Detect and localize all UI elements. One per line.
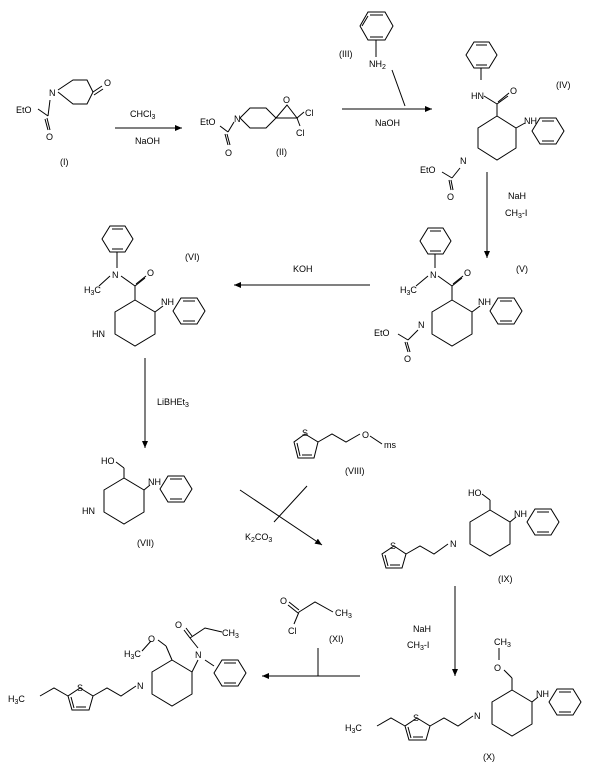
methoxy-oxygen: O [148,634,155,644]
amide-nitrogen: N [112,270,119,280]
carbonyl-oxygen: O [225,148,232,158]
compound-3-label: (III) [339,49,353,59]
reagent-chloroform: CHCl3 [130,109,156,121]
amide-nitrogen: HN [471,91,484,101]
piperidine-nitrogen: N [418,320,425,330]
reagent-potassium-carbonate: K2CO3 [245,532,272,544]
amide-oxygen: O [510,86,517,96]
compound-10-label: (X) [483,752,495,762]
compound-10-structure: CH3 O NH N S H3C [345,637,582,741]
chlorine-2: Cl [296,128,305,138]
ethoxy-group: EtO [16,105,32,115]
thiophene-sulfur: S [77,683,83,693]
reagent-superhydride: LiBHEt3 [157,397,189,409]
arrow-addition-mark [391,69,406,107]
acyl-oxygen: O [280,596,287,606]
carbonyl-oxygen: O [46,132,53,142]
compound-6-structure: N H3C O NH HN [84,225,206,347]
compound-11-structure: O Cl CH3 [280,596,352,636]
compound-1-structure: O N EtO O [16,78,111,142]
anilino-nitrogen: NH [536,689,549,699]
piperidine-nitrogen: N [450,539,457,549]
thiophene-sulfur: S [390,541,396,551]
anilino-nitrogen: NH [524,116,537,126]
compound-7-label: (VII) [137,538,154,548]
compound-5-structure: N H3C O NH N EtO O [374,227,523,364]
compound-8-label: (VIII) [345,466,365,476]
compound-3-structure: NH2 [359,11,394,71]
piperidine-nh: HN [92,329,105,339]
piperidine-nh: HN [82,506,95,516]
compound-6-label: (VI) [185,252,200,262]
ethoxy-group: EtO [374,328,390,338]
final-product-structure: H3C O N O CH3 N S H3C [8,620,247,711]
epoxide-oxygen: O [283,95,290,105]
oxo-oxygen: O [104,78,111,88]
acyl-chlorine: Cl [288,626,297,636]
piperidine-nitrogen: N [49,88,56,98]
ethyl-terminal-methyl: H3C [8,694,25,706]
compound-11-label: (XI) [329,634,344,644]
amide-nitrogen: N [195,650,202,660]
compound-7-structure: HO NH HN [82,456,193,525]
compound-4-structure: HN O NH N EtO O [420,41,565,202]
amide-oxygen: O [147,268,154,278]
anilino-nitrogen: NH [478,297,491,307]
compound-8-structure: S O ms [293,428,396,459]
anilino-nitrogen: NH [161,297,174,307]
arrow-addition-mark [273,485,308,523]
arrow-step-6 [239,489,323,546]
thiophene-sulfur: S [302,428,308,438]
mesylate-oxygen: O [362,430,369,440]
reagent-methyl-iodide-1: CH3-I [505,208,527,220]
compound-2-label: (II) [276,147,287,157]
piperidine-nitrogen: N [234,114,241,124]
compound-5-label: (V) [516,264,528,274]
ethoxy-group: EtO [200,117,216,127]
n-methyl-group: H3C [400,285,417,297]
n-methyl-group: H3C [84,285,101,297]
piperidine-nitrogen: N [460,156,467,166]
piperidine-nitrogen: N [137,681,144,691]
propionyl-methyl: CH3 [222,628,239,640]
hydroxyl-group: HO [468,488,482,498]
anilino-nitrogen: NH [148,477,161,487]
methoxy-methyl: CH3 [494,637,511,649]
carbonyl-oxygen: O [404,354,411,364]
carbonyl-oxygen: O [447,192,454,202]
methoxy-oxygen: O [494,663,501,673]
reagent-sodium-hydride-2: NaH [413,624,431,634]
compound-9-structure: HO NH N S [381,488,560,569]
reagent-methyl-iodide-2: CH3-I [407,640,429,652]
methoxy-methyl: H3C [124,649,141,661]
mesyl-group: ms [384,440,396,450]
compound-9-label: (IX) [498,574,513,584]
compound-1-label: (I) [60,157,69,167]
anilino-nitrogen: NH [514,509,527,519]
ethyl-terminal-methyl: H3C [345,723,362,735]
ethyl-methyl: CH3 [335,608,352,620]
amine-group: NH2 [369,59,386,71]
reagent-sodium-hydroxide-2: NaOH [375,118,400,128]
chlorine-1: Cl [305,108,314,118]
compound-4-label: (IV) [556,80,571,90]
amide-nitrogen: N [430,270,437,280]
reagent-sodium-hydroxide-1: NaOH [135,136,160,146]
reagent-potassium-hydroxide: KOH [293,264,313,274]
piperidine-nitrogen: N [474,711,481,721]
compound-2-structure: O Cl Cl N EtO O [200,95,314,158]
ethoxy-group: EtO [420,165,436,175]
amide-oxygen: O [175,620,182,630]
reagent-sodium-hydride-1: NaH [508,191,526,201]
thiophene-sulfur: S [413,713,419,723]
hydroxyl-group: HO [101,456,115,466]
amide-oxygen: O [464,268,471,278]
